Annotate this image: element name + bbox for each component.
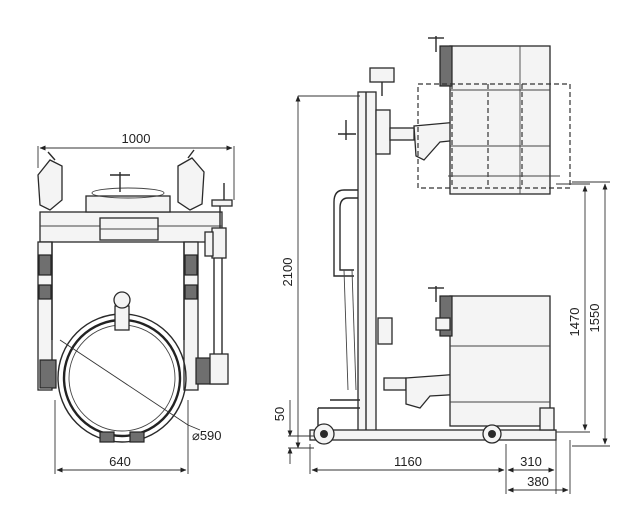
side-dimension-2100: 2100 [280,95,360,449]
side-lower-drum [449,295,551,427]
dim-drum-diameter: ⌀590 [192,428,222,443]
dim-total-height: 2100 [280,258,295,287]
side-mast-top-pulley [369,67,395,83]
front-view [37,149,233,443]
dim-overall-reach: 380 [527,474,549,489]
dim-lift-height-2: 1550 [587,304,602,333]
side-dimension-310: 310 [507,440,557,494]
side-dimension-1550: 1550 [572,181,610,447]
dim-base-width: 640 [109,454,131,469]
dim-lift-height-1: 1470 [567,308,582,337]
front-left-clamp-arm [37,159,63,211]
side-view [309,36,571,445]
side-dimension-1160: 1160 [309,444,507,474]
dim-front-width: 1000 [122,131,151,146]
side-mast [357,91,377,433]
side-base-frame [309,429,557,441]
side-upper-drum-tilted [417,83,571,189]
side-dimension-50: 50 [272,400,314,464]
drum-circle [57,313,187,443]
side-dimension-1470: 1470 [556,183,590,433]
side-upper-drum [449,45,551,195]
front-dimension-640: 640 [54,400,189,474]
side-dimension-380: 380 [505,440,571,494]
dim-bottom-clearance: 50 [272,407,287,421]
dim-fork-reach: 310 [520,454,542,469]
front-right-clamp-arm [177,157,205,211]
dim-base-length: 1160 [394,454,422,469]
front-dimension-1000: 1000 [37,131,235,200]
